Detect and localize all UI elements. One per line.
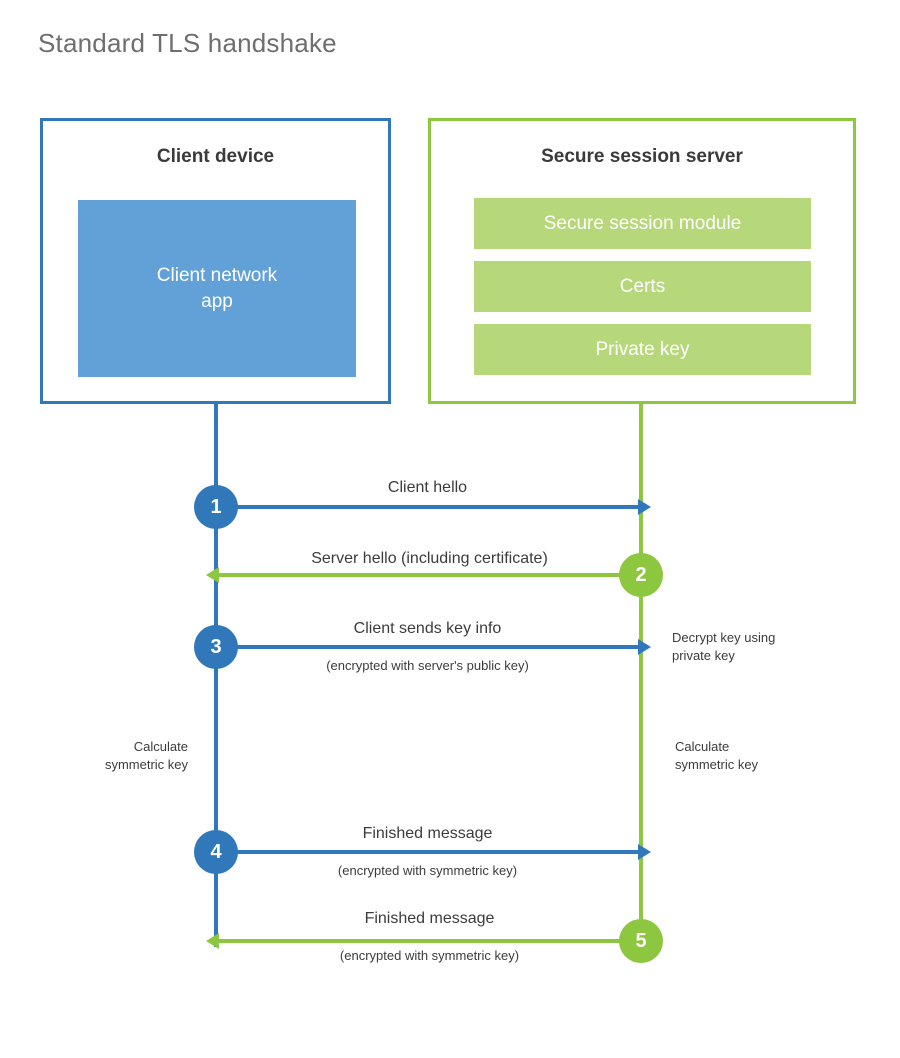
step-4-label: Finished message xyxy=(362,825,493,842)
step-4-arrow xyxy=(216,844,651,860)
step-1-label: Client hello xyxy=(387,479,468,496)
client-device-box: Client device Client network app xyxy=(40,118,391,404)
client-network-app-label: Client network app xyxy=(157,263,277,315)
note-decrypt-key-line2: private key xyxy=(672,648,735,663)
client-network-app-block: Client network app xyxy=(78,200,356,377)
note-server-calculate-symmetric-key: Calculate symmetric key xyxy=(675,738,855,774)
note-client-calculate-symmetric-key: Calculate symmetric key xyxy=(30,738,188,774)
step-4-marker: 4 xyxy=(194,830,238,874)
step-3-arrow xyxy=(216,639,651,655)
server-component-certs: Certs xyxy=(474,261,811,312)
step-5-label: Finished message xyxy=(364,910,495,927)
arrow-head-icon xyxy=(638,639,651,655)
arrow-head-icon xyxy=(206,567,219,583)
step-2-marker: 2 xyxy=(619,553,663,597)
client-network-app-label-line2: app xyxy=(201,290,233,312)
note-server-calculate-line1: Calculate xyxy=(675,739,730,754)
step-2-arrow xyxy=(206,567,641,583)
arrow-head-icon xyxy=(638,499,651,515)
step-3-label: Client sends key info xyxy=(353,620,502,637)
arrow-head-icon xyxy=(206,933,219,949)
step-1-arrow xyxy=(216,499,651,515)
server-lifeline xyxy=(639,404,643,944)
step-5-sublabel: (encrypted with symmetric key) xyxy=(339,948,520,963)
page-title: Standard TLS handshake xyxy=(38,28,337,58)
secure-session-server-title: Secure session server xyxy=(541,146,743,167)
note-client-calculate-line2: symmetric key xyxy=(104,757,188,772)
client-device-title: Client device xyxy=(156,146,275,167)
step-3-sublabel: (encrypted with server's public key) xyxy=(326,658,529,673)
step-2-label: Server hello (including certificate) xyxy=(311,550,548,567)
note-decrypt-key: Decrypt key using private key xyxy=(672,629,842,665)
step-5-marker: 5 xyxy=(619,919,663,963)
note-client-calculate-line1: Calculate xyxy=(133,739,188,754)
client-lifeline xyxy=(214,404,218,947)
step-3-marker: 3 xyxy=(194,625,238,669)
step-1-marker: 1 xyxy=(194,485,238,529)
note-decrypt-key-line1: Decrypt key using xyxy=(672,630,776,645)
arrow-head-icon xyxy=(638,844,651,860)
client-network-app-label-line1: Client network xyxy=(156,264,278,286)
secure-session-server-box: Secure session server Secure session mod… xyxy=(428,118,856,404)
server-component-secure-session-module: Secure session module xyxy=(474,198,811,249)
note-server-calculate-line2: symmetric key xyxy=(675,757,759,772)
step-5-arrow xyxy=(206,933,641,949)
step-4-sublabel: (encrypted with symmetric key) xyxy=(337,863,518,878)
server-component-private-key: Private key xyxy=(474,324,811,375)
